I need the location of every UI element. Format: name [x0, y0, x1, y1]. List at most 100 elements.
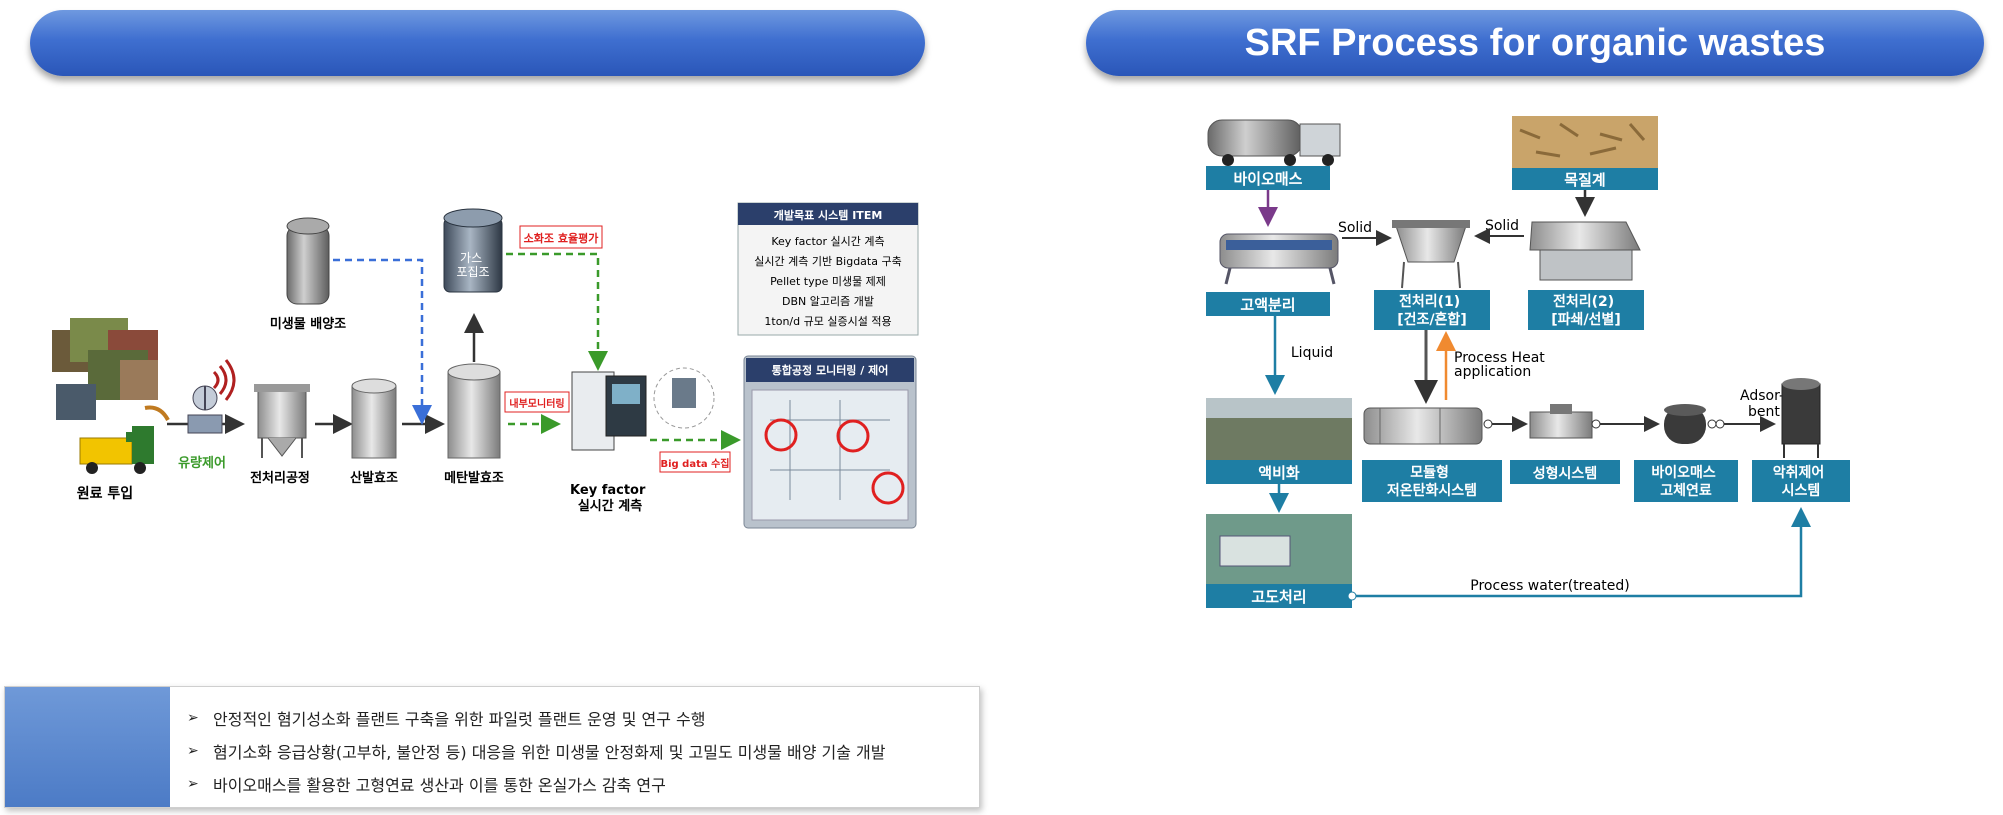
gas-tank-label-line2: 포집조 [456, 265, 489, 279]
solid-fuel-pellet [1664, 404, 1706, 444]
gas-collection-tank [443, 208, 503, 293]
goals-box [737, 202, 919, 336]
forming-label: 성형시스템 [1533, 465, 1597, 482]
connector-dot [1591, 419, 1601, 429]
odor-control-tower [1781, 378, 1821, 458]
pre2-label-line1: 전처리(2) [1553, 293, 1614, 310]
liquefaction-box [1206, 460, 1352, 484]
adsorbent-label: Adsor- bent [1740, 388, 1788, 420]
pretreatment-equipment [254, 384, 310, 458]
odor-label-line2: 시스템 [1782, 482, 1821, 499]
internal-monitoring-label: 내부모니터링 [509, 397, 564, 410]
note-text: 바이오매스를 활용한 고형연료 생산과 이를 통한 온실가스 감축 연구 [213, 775, 666, 795]
gas-tank-label-line1: 가스 [460, 251, 482, 265]
adsorbent-line2: bent [1748, 404, 1780, 420]
arrow-bullet-icon: ➢ [187, 709, 199, 726]
efficiency-eval-arrow [506, 252, 608, 371]
input-curve-arrow [144, 405, 170, 422]
microbe-dose-arrow [333, 258, 432, 425]
methane-fermentation-tank [447, 363, 501, 459]
arrow-bullet-icon: ➢ [187, 742, 199, 759]
right-title-bar: SRF Process for organic wastes [1086, 10, 1984, 76]
raw-material-photo [52, 318, 158, 420]
key-factor-label-line1: Key factor [570, 483, 646, 498]
digestion-eval-tag [519, 225, 603, 249]
wood-chips-photo [1512, 116, 1658, 168]
right-title: SRF Process for organic wastes [1244, 21, 1826, 64]
adsorbent-line1: Adsor- [1740, 388, 1784, 404]
odor-box [1752, 460, 1850, 502]
monitoring-header: 통합공정 모니터링 / 제어 [772, 363, 889, 377]
wood-label: 목질계 [1564, 171, 1605, 189]
connector-dot [1715, 419, 1725, 429]
big-data-label: Big data 수집 [660, 458, 729, 470]
fuel-box [1634, 460, 1738, 502]
flow-meter-icon [187, 385, 223, 434]
key-factor-label: Key factor 실시간 계측 [570, 483, 650, 514]
fuel-label-line1: 바이오매스 [1651, 464, 1716, 481]
goal-item: Pellet type 미생물 제제 [770, 275, 886, 288]
acid-fermentation-label: 산발효조 [350, 470, 398, 486]
advanced-box [1206, 584, 1352, 608]
odor-label-line1: 악취제어 [1773, 464, 1825, 481]
fuel-label-line2: 고체연료 [1660, 483, 1712, 499]
shredder-equipment [1529, 221, 1641, 281]
pre1-label: 전처리(1) [건조/혼합] [1397, 293, 1466, 328]
note-text: 안정적인 혐기성소화 플랜트 구축을 위한 파일럿 플랜트 운영 및 연구 수행 [213, 709, 706, 729]
advanced-basin [1219, 535, 1291, 567]
flow-control-label: 유량제어 [178, 455, 226, 471]
big-data-tag [659, 451, 731, 473]
liquefaction-label: 액비화 [1258, 464, 1300, 482]
goal-item: Key factor 실시간 계측 [771, 235, 884, 248]
notes-side-bar [5, 687, 170, 807]
pre2-label: 전처리(2) [파쇄/선별] [1551, 293, 1620, 328]
goal-item: DBN 알고리즘 개발 [782, 294, 874, 308]
process-water-arrow [1356, 507, 1811, 598]
carbonizer-box [1362, 460, 1502, 502]
connector-dot [1347, 591, 1357, 601]
biomass-box [1206, 166, 1330, 190]
left-title-bar [30, 10, 925, 76]
forming-equipment [1529, 404, 1593, 439]
note-item: ➢ 바이오매스를 활용한 고형연료 생산과 이를 통한 온실가스 감축 연구 [187, 767, 886, 800]
liquid-label: Liquid [1291, 345, 1333, 361]
connector-dot [1707, 419, 1717, 429]
digestion-eval-label: 소화조 효율평가 [524, 231, 599, 245]
separator-equipment [1219, 233, 1339, 285]
connector-dot [1483, 419, 1493, 429]
arrow-bullet-icon: ➢ [187, 775, 199, 792]
dryer-equipment [1392, 220, 1470, 289]
acid-fermentation-tank [351, 378, 397, 459]
monitoring-screen [743, 355, 917, 529]
pre2-box [1528, 290, 1644, 330]
pretreatment-label: 전처리공정 [250, 470, 310, 486]
microbe-culture-tank [286, 217, 330, 305]
wood-chip-strokes [1519, 122, 1646, 158]
liquefaction-roof [1206, 398, 1352, 418]
goals-header: 개발목표 시스템 ITEM [774, 208, 883, 222]
wireless-signal-icon [212, 359, 236, 401]
notes-list: ➢ 안정적인 혐기성소화 플랜트 구축을 위한 파일럿 플랜트 운영 및 연구 … [187, 701, 886, 800]
pre1-label-line2: [건조/혼합] [1397, 311, 1466, 328]
advanced-label: 고도처리 [1251, 588, 1306, 606]
microbe-tank-label: 미생물 배양조 [270, 316, 346, 332]
internal-monitoring-tag [504, 391, 570, 413]
separation-label: 고액분리 [1240, 296, 1295, 314]
raw-input-label: 원료 투입 [77, 486, 133, 502]
carbonizer-equipment [1363, 407, 1483, 445]
process-heat-line1: Process Heat [1454, 350, 1545, 366]
fuel-label: 바이오매스 고체연료 [1651, 464, 1720, 499]
carbonizer-label: 모듈형 저온탄화시스템 [1387, 464, 1477, 499]
note-text: 혐기소화 응급상황(고부하, 불안정 등) 대응을 위한 미생물 안정화제 및 … [213, 742, 886, 762]
gas-tank-label: 가스 포집조 [456, 251, 489, 279]
key-factor-meter [571, 371, 647, 451]
pre2-label-line2: [파쇄/선별] [1551, 311, 1620, 328]
solid-label-right: Solid [1485, 218, 1519, 234]
process-water-label: Process water(treated) [1470, 578, 1630, 594]
solid-label-left: Solid [1338, 220, 1372, 236]
note-item: ➢ 안정적인 혐기성소화 플랜트 구축을 위한 파일럿 플랜트 운영 및 연구 … [187, 701, 886, 734]
carbonizer-label-line1: 모듈형 [1410, 464, 1449, 481]
pre1-label-line1: 전처리(1) [1399, 293, 1460, 310]
biomass-label: 바이오매스 [1233, 170, 1302, 188]
